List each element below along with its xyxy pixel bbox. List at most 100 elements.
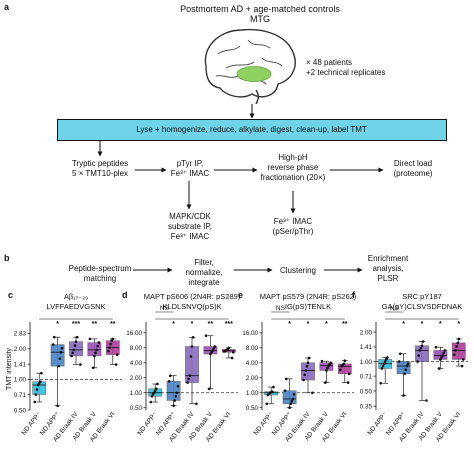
y-tick-label: 16.00 xyxy=(126,330,142,337)
data-point xyxy=(152,391,156,395)
data-point xyxy=(347,372,351,376)
data-point xyxy=(289,402,293,406)
data-point xyxy=(417,354,420,357)
data-point xyxy=(402,394,405,397)
data-point xyxy=(342,362,345,366)
significance-marker: * xyxy=(56,321,59,328)
data-point xyxy=(58,357,62,360)
panel-label-a: a xyxy=(4,2,10,12)
data-point xyxy=(230,356,234,360)
data-point xyxy=(420,344,424,348)
data-point xyxy=(174,394,178,398)
y-tick-label: 0.50 xyxy=(130,405,143,412)
data-point xyxy=(60,346,64,350)
data-point xyxy=(283,389,287,392)
y-tick-label: 0.71 xyxy=(360,373,373,380)
data-point xyxy=(231,350,235,354)
box-2 xyxy=(282,390,297,405)
step-enrich-line3: PLSR xyxy=(377,274,399,283)
y-tick-label: 0.50 xyxy=(14,407,27,414)
panel-label-e: e xyxy=(238,290,243,300)
box-3 xyxy=(69,341,83,357)
data-point xyxy=(51,343,55,346)
step-filter-line3: integrate xyxy=(188,278,220,287)
data-point xyxy=(441,354,444,357)
data-point xyxy=(191,336,195,339)
data-point xyxy=(291,397,295,401)
data-point xyxy=(97,341,101,344)
step-mapk-line1: MAPK/CDK xyxy=(169,212,211,221)
data-point xyxy=(265,402,269,406)
significance-marker: *** xyxy=(72,321,80,328)
panel-c-peptide: LVFFAEDVGSNK xyxy=(46,302,105,311)
data-point xyxy=(93,354,96,358)
panel-f-peptide: GA(pY)CLSVSDFDNAK xyxy=(382,302,462,311)
data-point xyxy=(307,356,311,360)
data-point xyxy=(382,362,386,366)
data-point xyxy=(320,359,324,363)
data-point xyxy=(115,353,119,356)
data-point xyxy=(227,346,231,350)
data-point xyxy=(74,340,78,343)
data-point xyxy=(425,399,428,402)
data-point xyxy=(173,399,177,402)
significance-marker: ** xyxy=(208,321,214,328)
data-point xyxy=(339,368,342,372)
y-tick-label: 1.41 xyxy=(360,344,373,351)
step-highph-line3: fractionation (20×) xyxy=(260,173,326,182)
box-2 xyxy=(166,381,181,401)
significance-marker: * xyxy=(307,321,310,328)
data-point xyxy=(397,360,401,363)
step-psm-line1: Peptide-spectrum xyxy=(68,264,132,273)
data-point xyxy=(416,360,419,363)
step-enrich-line1: Enrichment xyxy=(367,254,409,263)
significance-marker: * xyxy=(191,321,194,328)
significance-marker: ** xyxy=(92,321,98,328)
panel-e-peptide: IG(pS)TENLK xyxy=(285,302,331,311)
data-point xyxy=(419,346,423,350)
significance-marker: * xyxy=(421,321,424,328)
y-tick-label: 8.00 xyxy=(246,345,259,352)
data-point xyxy=(440,356,443,359)
data-point xyxy=(175,391,179,395)
data-point xyxy=(403,372,407,376)
y-tick-label: 2.00 xyxy=(130,375,143,382)
ns-label: NS xyxy=(390,305,400,312)
box-3 xyxy=(301,362,315,381)
significance-marker: * xyxy=(172,321,175,328)
data-point xyxy=(323,381,327,384)
data-point xyxy=(176,384,180,388)
step-filter-line2: normalize, xyxy=(185,268,223,277)
data-point xyxy=(149,400,153,404)
data-point xyxy=(329,361,333,365)
panel-c-title: Aβ₁₇₋₂₉ xyxy=(64,292,88,301)
data-point xyxy=(40,371,43,375)
data-point xyxy=(306,361,310,365)
data-point xyxy=(52,335,56,339)
data-point xyxy=(75,335,79,339)
panel-label-f: f xyxy=(352,290,356,300)
data-point xyxy=(71,351,74,355)
significance-marker: * xyxy=(402,321,405,328)
ns-label: NS xyxy=(160,305,170,312)
panel-d-peptide: KLDLSNVQ(pS)K xyxy=(162,302,221,311)
y-tick-label: 1.00 xyxy=(130,390,143,397)
step-ptyr-line1: pTyr IP, xyxy=(176,159,204,168)
data-point xyxy=(153,389,157,392)
data-point xyxy=(453,353,456,356)
y-tick-label: 8.00 xyxy=(130,345,143,352)
data-point xyxy=(56,404,59,408)
data-point xyxy=(195,402,198,406)
data-point xyxy=(292,393,296,396)
data-point xyxy=(288,406,291,410)
data-point xyxy=(34,393,38,396)
data-point xyxy=(88,337,92,341)
y-tick-label: 0.35 xyxy=(360,403,373,410)
panel-d-title: MAPT pS606 (2N4R: pS289) xyxy=(144,292,241,301)
data-point xyxy=(461,358,465,361)
step-psm-line2: matching xyxy=(83,274,117,283)
data-point xyxy=(213,345,217,348)
box-5 xyxy=(451,342,466,360)
